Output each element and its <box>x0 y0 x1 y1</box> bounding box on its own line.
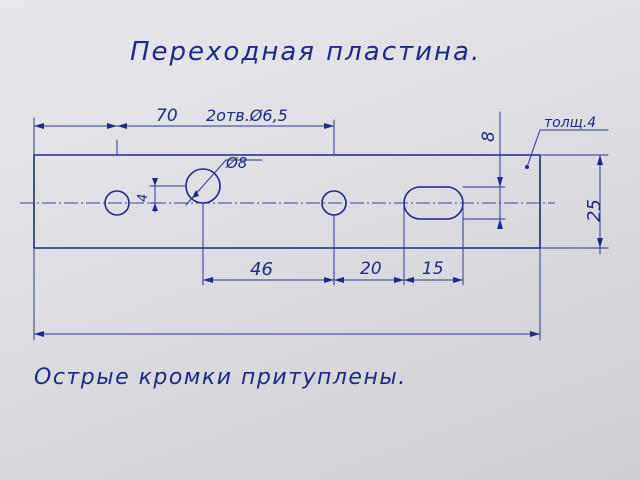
arrow <box>117 123 127 129</box>
dim-text-70: 70 <box>156 106 178 126</box>
arrow <box>597 238 603 248</box>
arrow <box>530 331 540 337</box>
arrow <box>497 177 503 187</box>
hole-small-left <box>104 190 130 216</box>
dim-text-20: 20 <box>360 259 382 279</box>
dim-text-8: 8 <box>479 131 499 142</box>
plate-outline <box>33 154 541 249</box>
drawing-title: Переходная пластина. <box>130 37 481 67</box>
dim-text-46: 46 <box>250 259 273 280</box>
drawing-note: Острые кромки притуплены. <box>34 365 407 390</box>
arrow <box>324 277 334 283</box>
arrow <box>107 123 117 129</box>
dim-text-25: 25 <box>584 199 605 222</box>
arrow <box>453 277 463 283</box>
arrow <box>203 277 213 283</box>
arrow <box>324 123 334 129</box>
arrow <box>394 277 404 283</box>
leader-thickness <box>526 129 541 168</box>
slot <box>403 186 464 220</box>
dim-text-4: 4 <box>136 194 151 202</box>
dim-text-15: 15 <box>422 259 444 279</box>
dim-text-thickness: толщ.4 <box>544 115 596 131</box>
arrow <box>152 203 158 211</box>
dim-text-hole-spec: 2отв.Ø6,5 <box>206 106 288 125</box>
arrow <box>404 277 414 283</box>
arrow <box>334 277 344 283</box>
arrow <box>597 155 603 165</box>
arrow <box>34 331 44 337</box>
arrow <box>497 219 503 229</box>
arrow <box>152 178 158 186</box>
dim-text-d8: Ø8 <box>225 154 247 172</box>
arrow <box>34 123 44 129</box>
arrow <box>192 190 199 198</box>
